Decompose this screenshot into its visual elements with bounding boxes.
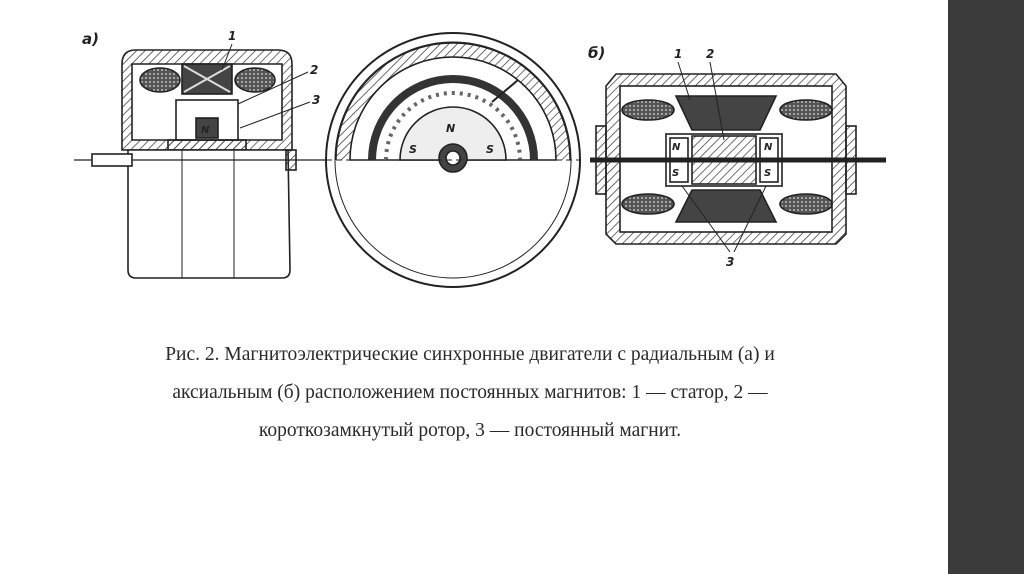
- svg-text:N: N: [446, 122, 455, 135]
- figure-caption: Рис. 2. Магнитоэлектрические синхронные …: [100, 336, 840, 450]
- callout-a-1: 1: [228, 29, 236, 43]
- svg-text:S: S: [409, 143, 417, 156]
- caption-line-3: короткозамкнутый ротор, 3 — постоянный м…: [258, 420, 682, 441]
- callout-b-2: 2: [706, 47, 714, 61]
- panel-a-end-view: N S S: [325, 32, 581, 288]
- caption-line-1: Рис. 2. Магнитоэлектрические синхронные …: [165, 344, 775, 365]
- callout-b-3: 3: [726, 255, 734, 269]
- callout-a-3: 3: [312, 93, 320, 107]
- svg-text:N: N: [764, 142, 773, 153]
- panel-a-label: а): [82, 30, 99, 48]
- motor-diagram: а) N 1 2: [74, 29, 886, 288]
- svg-text:N: N: [201, 125, 210, 136]
- panel-b-label: б): [588, 44, 605, 62]
- panel-a-side-view: а) N 1 2: [74, 29, 330, 279]
- panel-b-axial-view: б) N S N S 1: [588, 44, 886, 269]
- slide: а) N 1 2: [74, 29, 886, 450]
- callout-b-1: 1: [674, 47, 682, 61]
- svg-text:N: N: [672, 142, 681, 153]
- caption-line-2: аксиальным (б) расположением постоянных …: [172, 382, 768, 403]
- svg-text:S: S: [486, 143, 494, 156]
- right-sidebar: [948, 0, 1024, 574]
- svg-text:S: S: [672, 168, 679, 179]
- callout-a-2: 2: [310, 63, 318, 77]
- svg-text:S: S: [764, 168, 771, 179]
